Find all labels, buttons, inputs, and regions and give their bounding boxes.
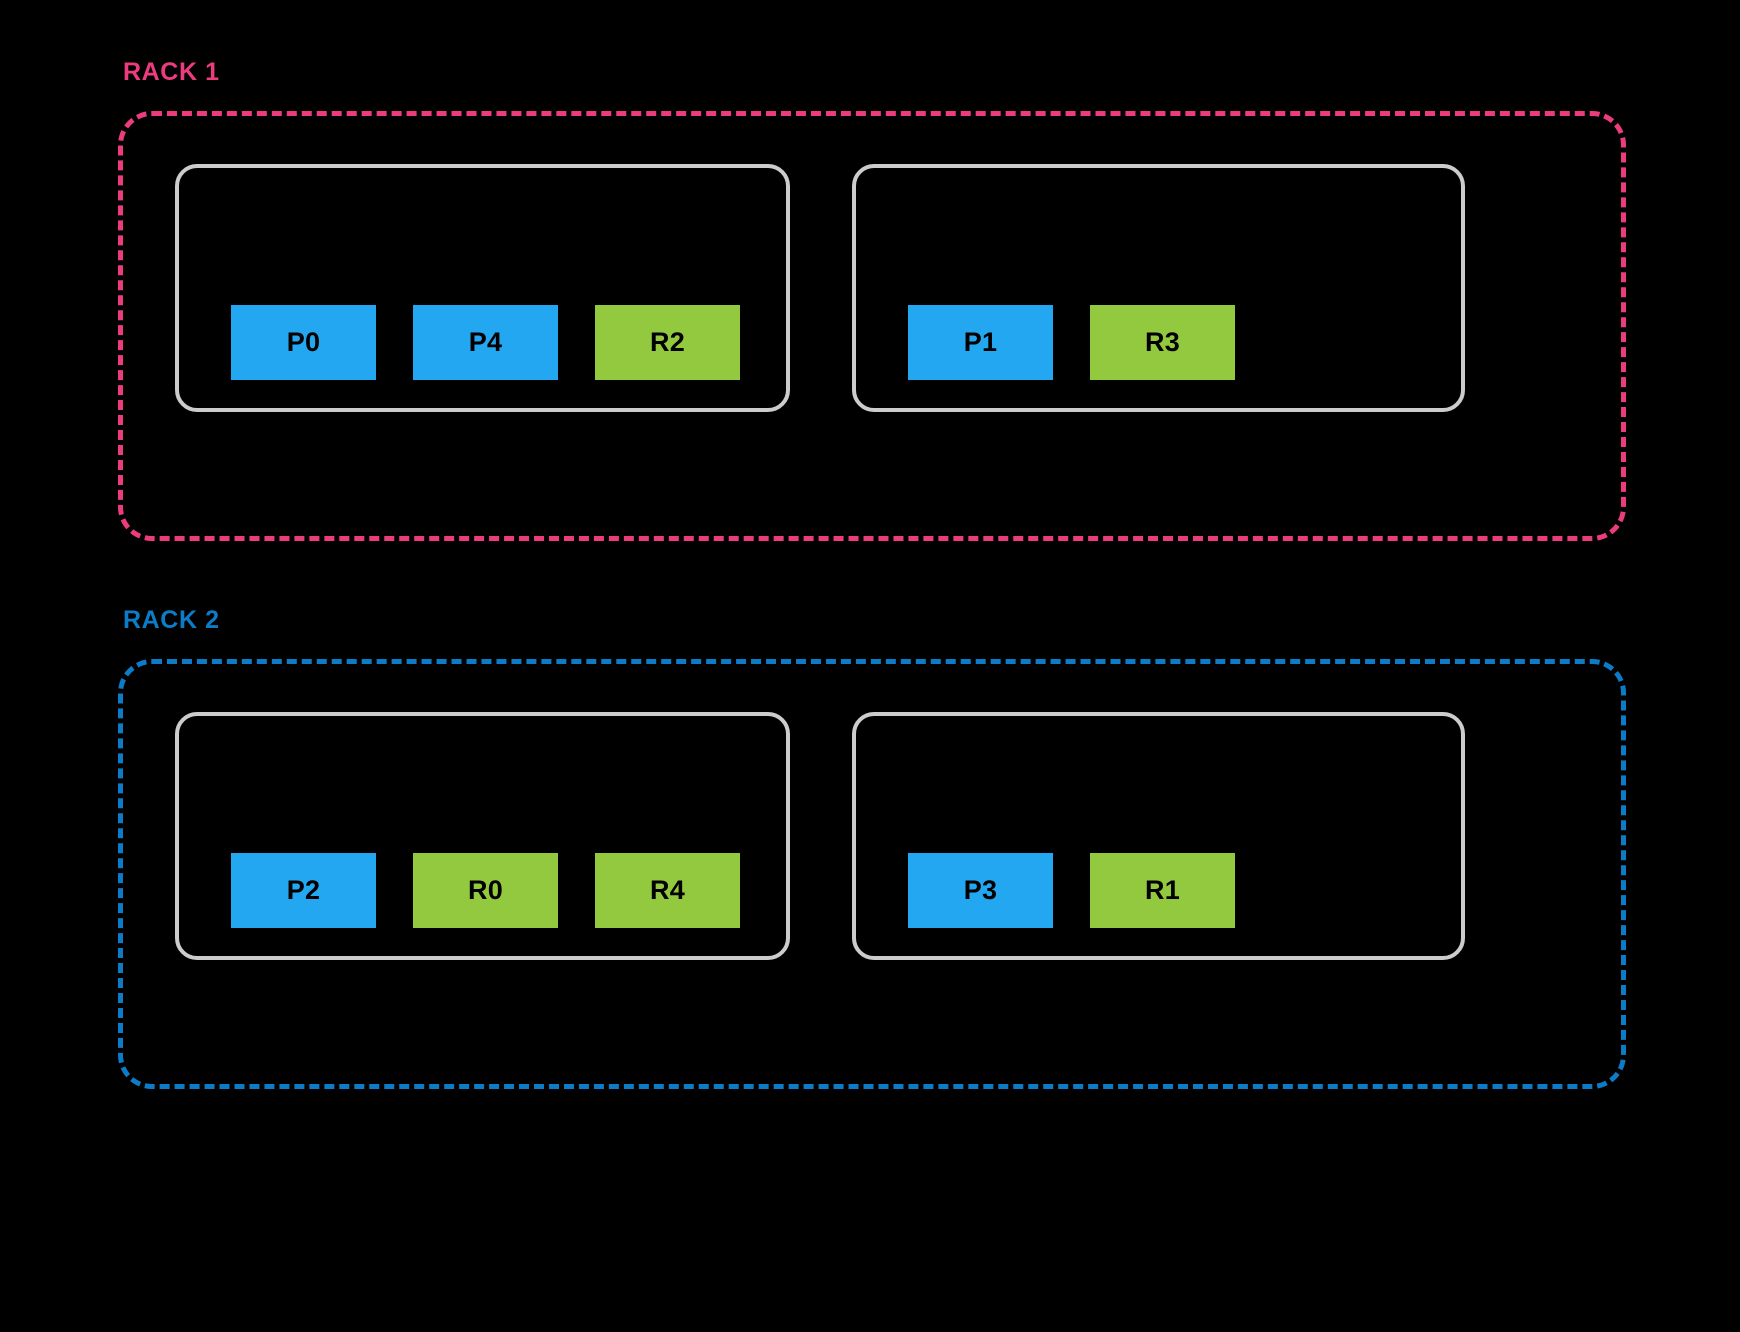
rack-2-label: RACK 2 [123,606,220,634]
block-r1[interactable]: R1 [1090,853,1235,928]
rack-group-2: RACK 2 P2 R0 R4 P3 R1 [118,608,1626,1089]
rack-1-node-2: P1 R3 [852,164,1465,412]
rack-2-node-2: P3 R1 [852,712,1465,960]
block-p1[interactable]: P1 [908,305,1053,380]
rack-2-node-1: P2 R0 R4 [175,712,790,960]
block-p2[interactable]: P2 [231,853,376,928]
block-r4[interactable]: R4 [595,853,740,928]
rack-2-container: P2 R0 R4 P3 R1 [118,659,1626,1089]
rack-1-container: P0 P4 R2 P1 R3 [118,111,1626,541]
block-p4[interactable]: P4 [413,305,558,380]
rack-1-label: RACK 1 [123,58,220,86]
rack-1-node-1: P0 P4 R2 [175,164,790,412]
block-r3[interactable]: R3 [1090,305,1235,380]
rack-group-1: RACK 1 P0 P4 R2 P1 R3 [118,60,1626,541]
block-r0[interactable]: R0 [413,853,558,928]
block-r2[interactable]: R2 [595,305,740,380]
block-p3[interactable]: P3 [908,853,1053,928]
block-p0[interactable]: P0 [231,305,376,380]
